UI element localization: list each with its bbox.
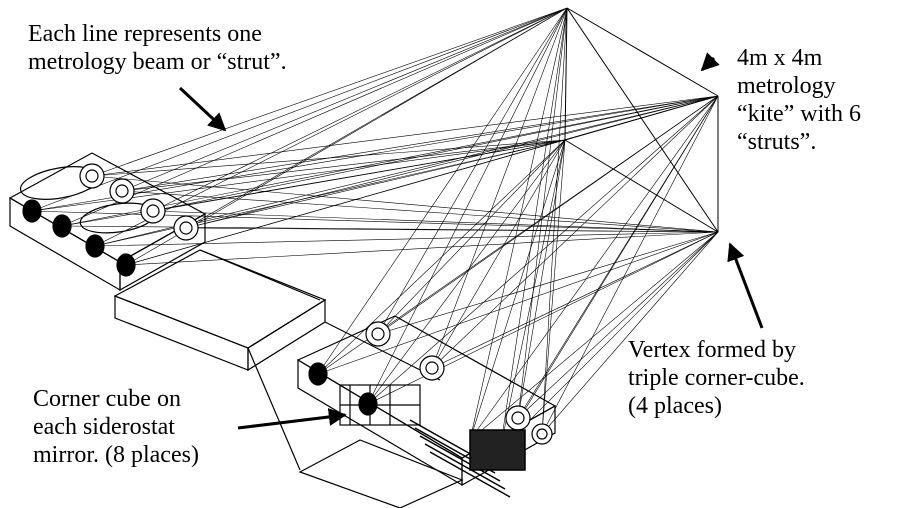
metrology-beam [431,139,566,369]
metrology-beam [377,231,719,335]
metrology-beam [185,227,719,233]
metrology-beam [469,95,719,441]
metrology-beam [91,95,719,177]
annotation-arrows [178,52,764,430]
metrology-beam [499,139,566,451]
metrology-beam [517,7,568,419]
metrology-beam [152,210,719,233]
kite-annotation-line-1: 4m x 4m [737,45,823,71]
metrology-beam [94,7,568,247]
delay-lines [409,419,526,498]
metrology-beam [377,7,568,335]
metrology-beam [121,7,568,192]
metrology-beam [94,95,719,247]
metrology-beam [185,139,566,229]
left-siderostats [22,163,199,277]
right-siderostats [308,321,553,445]
metrology-beam [61,7,568,227]
vertex-annotation-line-3: (4 places) [628,393,722,419]
struts-annotation-line-2: metrology beam or “strut”. [28,49,287,75]
struts-annotation-line-1: Each line represents one [28,21,262,47]
metrology-beam [121,139,566,192]
metrology-beam [431,7,568,369]
metrology-beam [469,7,568,441]
metrology-beam [541,95,719,435]
metrology-beam [185,95,719,229]
metrology-beam [517,231,719,419]
kite-annotation: 4m x 4m metrology “kite” with 6 “struts”… [737,44,861,156]
metrology-beam [499,231,719,451]
arrow-corner-cube [237,408,347,430]
corner-cube-annotation-line-1: Corner cube on [33,386,181,412]
corner-cube-annotation-line-3: mirror. (8 places) [33,442,199,468]
metrology-beam [541,139,566,435]
arrow-struts [178,86,227,132]
metrology-beam [152,95,719,212]
metrology-beam [31,95,719,212]
metrology-beam [517,139,566,419]
metrology-beam [125,231,719,266]
arrow-vertex [727,242,764,329]
metrology-beam [431,95,719,369]
metrology-beam [94,139,566,247]
metrology-beam [61,95,719,227]
metrology-beam [317,7,568,375]
metrology-beam [152,139,566,212]
metrology-beam [377,95,719,335]
vertex-annotation: Vertex formed by triple corner-cube. (4 … [628,336,805,420]
kite-annotation-line-3: “kite” with 6 [737,101,861,127]
metrology-beam [125,139,566,266]
corner-cube-annotation-line-2: each siderostat [33,414,175,440]
vertex-annotation-line-1: Vertex formed by [628,337,796,363]
vertex-annotation-line-2: triple corner-cube. [628,365,805,391]
struts-annotation: Each line represents one metrology beam … [28,20,287,76]
metrology-beam [91,139,566,177]
metrology-beam [367,7,568,405]
metrology-beam [469,139,566,441]
metrology-kite [564,7,719,233]
metrology-beam [431,231,719,369]
metrology-beam [31,7,568,212]
metrology-beam [499,95,719,451]
metrology-beam [377,139,566,335]
metrology-beam [121,95,719,192]
arrow-kite [700,52,720,72]
metrology-beam [121,190,719,233]
right-siderostat-bench [296,315,557,508]
metrology-beam [91,175,719,233]
kite-annotation-line-4: “struts”. [737,129,817,155]
metrology-beam [317,231,719,375]
metrology-beam [367,95,719,405]
metrology-beam [541,231,719,435]
kite-annotation-line-2: metrology [737,73,836,99]
metrology-beam [152,7,568,212]
metrology-beam [94,231,719,247]
central-truss [113,249,441,471]
metrology-beam [91,7,568,177]
metrology-beam [317,139,566,375]
metrology-beam [469,231,719,441]
metrology-beam [499,7,568,451]
corner-cube-annotation: Corner cube on each siderostat mirror. (… [33,385,199,469]
